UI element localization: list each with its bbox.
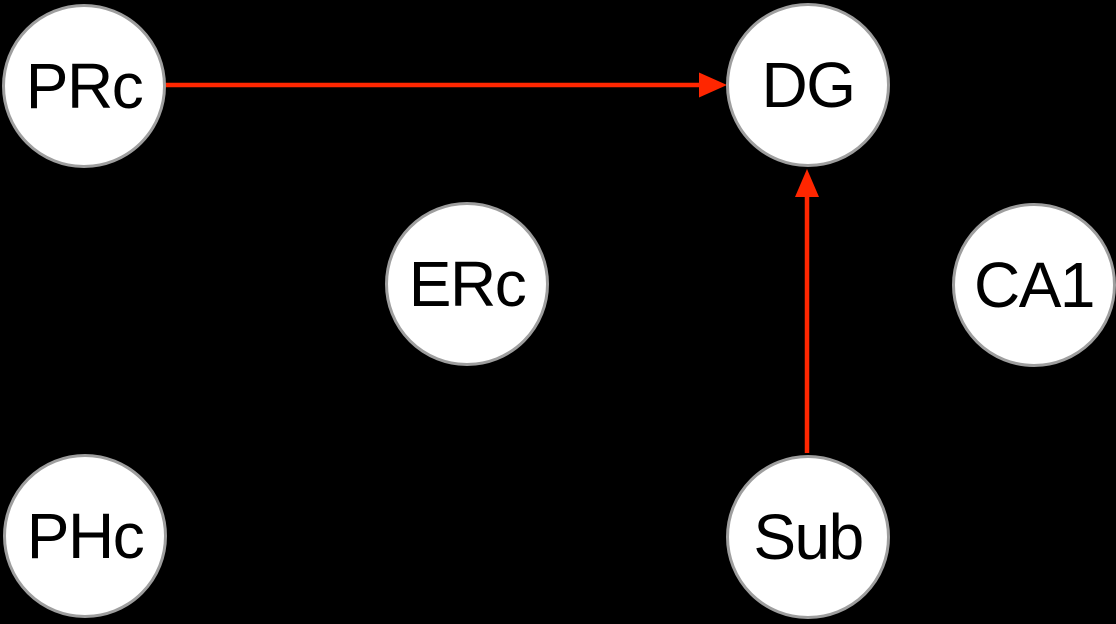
node-sub-label: Sub <box>753 501 864 573</box>
node-prc[interactable]: PRc <box>2 4 166 168</box>
node-dg-label: DG <box>761 49 857 121</box>
edge-prc-dg-arrowhead-icon <box>699 72 727 98</box>
node-prc-label: PRc <box>25 50 144 122</box>
node-phc[interactable]: PHc <box>3 454 167 618</box>
edge-sub-dg <box>795 169 819 453</box>
node-ca1[interactable]: CA1 <box>952 203 1116 367</box>
node-ca1-label: CA1 <box>974 249 1096 321</box>
edge-prc-dg <box>164 72 727 98</box>
node-erc-label: ERc <box>408 248 527 320</box>
node-dg[interactable]: DG <box>726 3 890 167</box>
edge-sub-dg-arrowhead-icon <box>795 169 819 197</box>
node-phc-label: PHc <box>26 500 145 572</box>
node-sub[interactable]: Sub <box>726 455 890 619</box>
node-erc[interactable]: ERc <box>385 202 549 366</box>
